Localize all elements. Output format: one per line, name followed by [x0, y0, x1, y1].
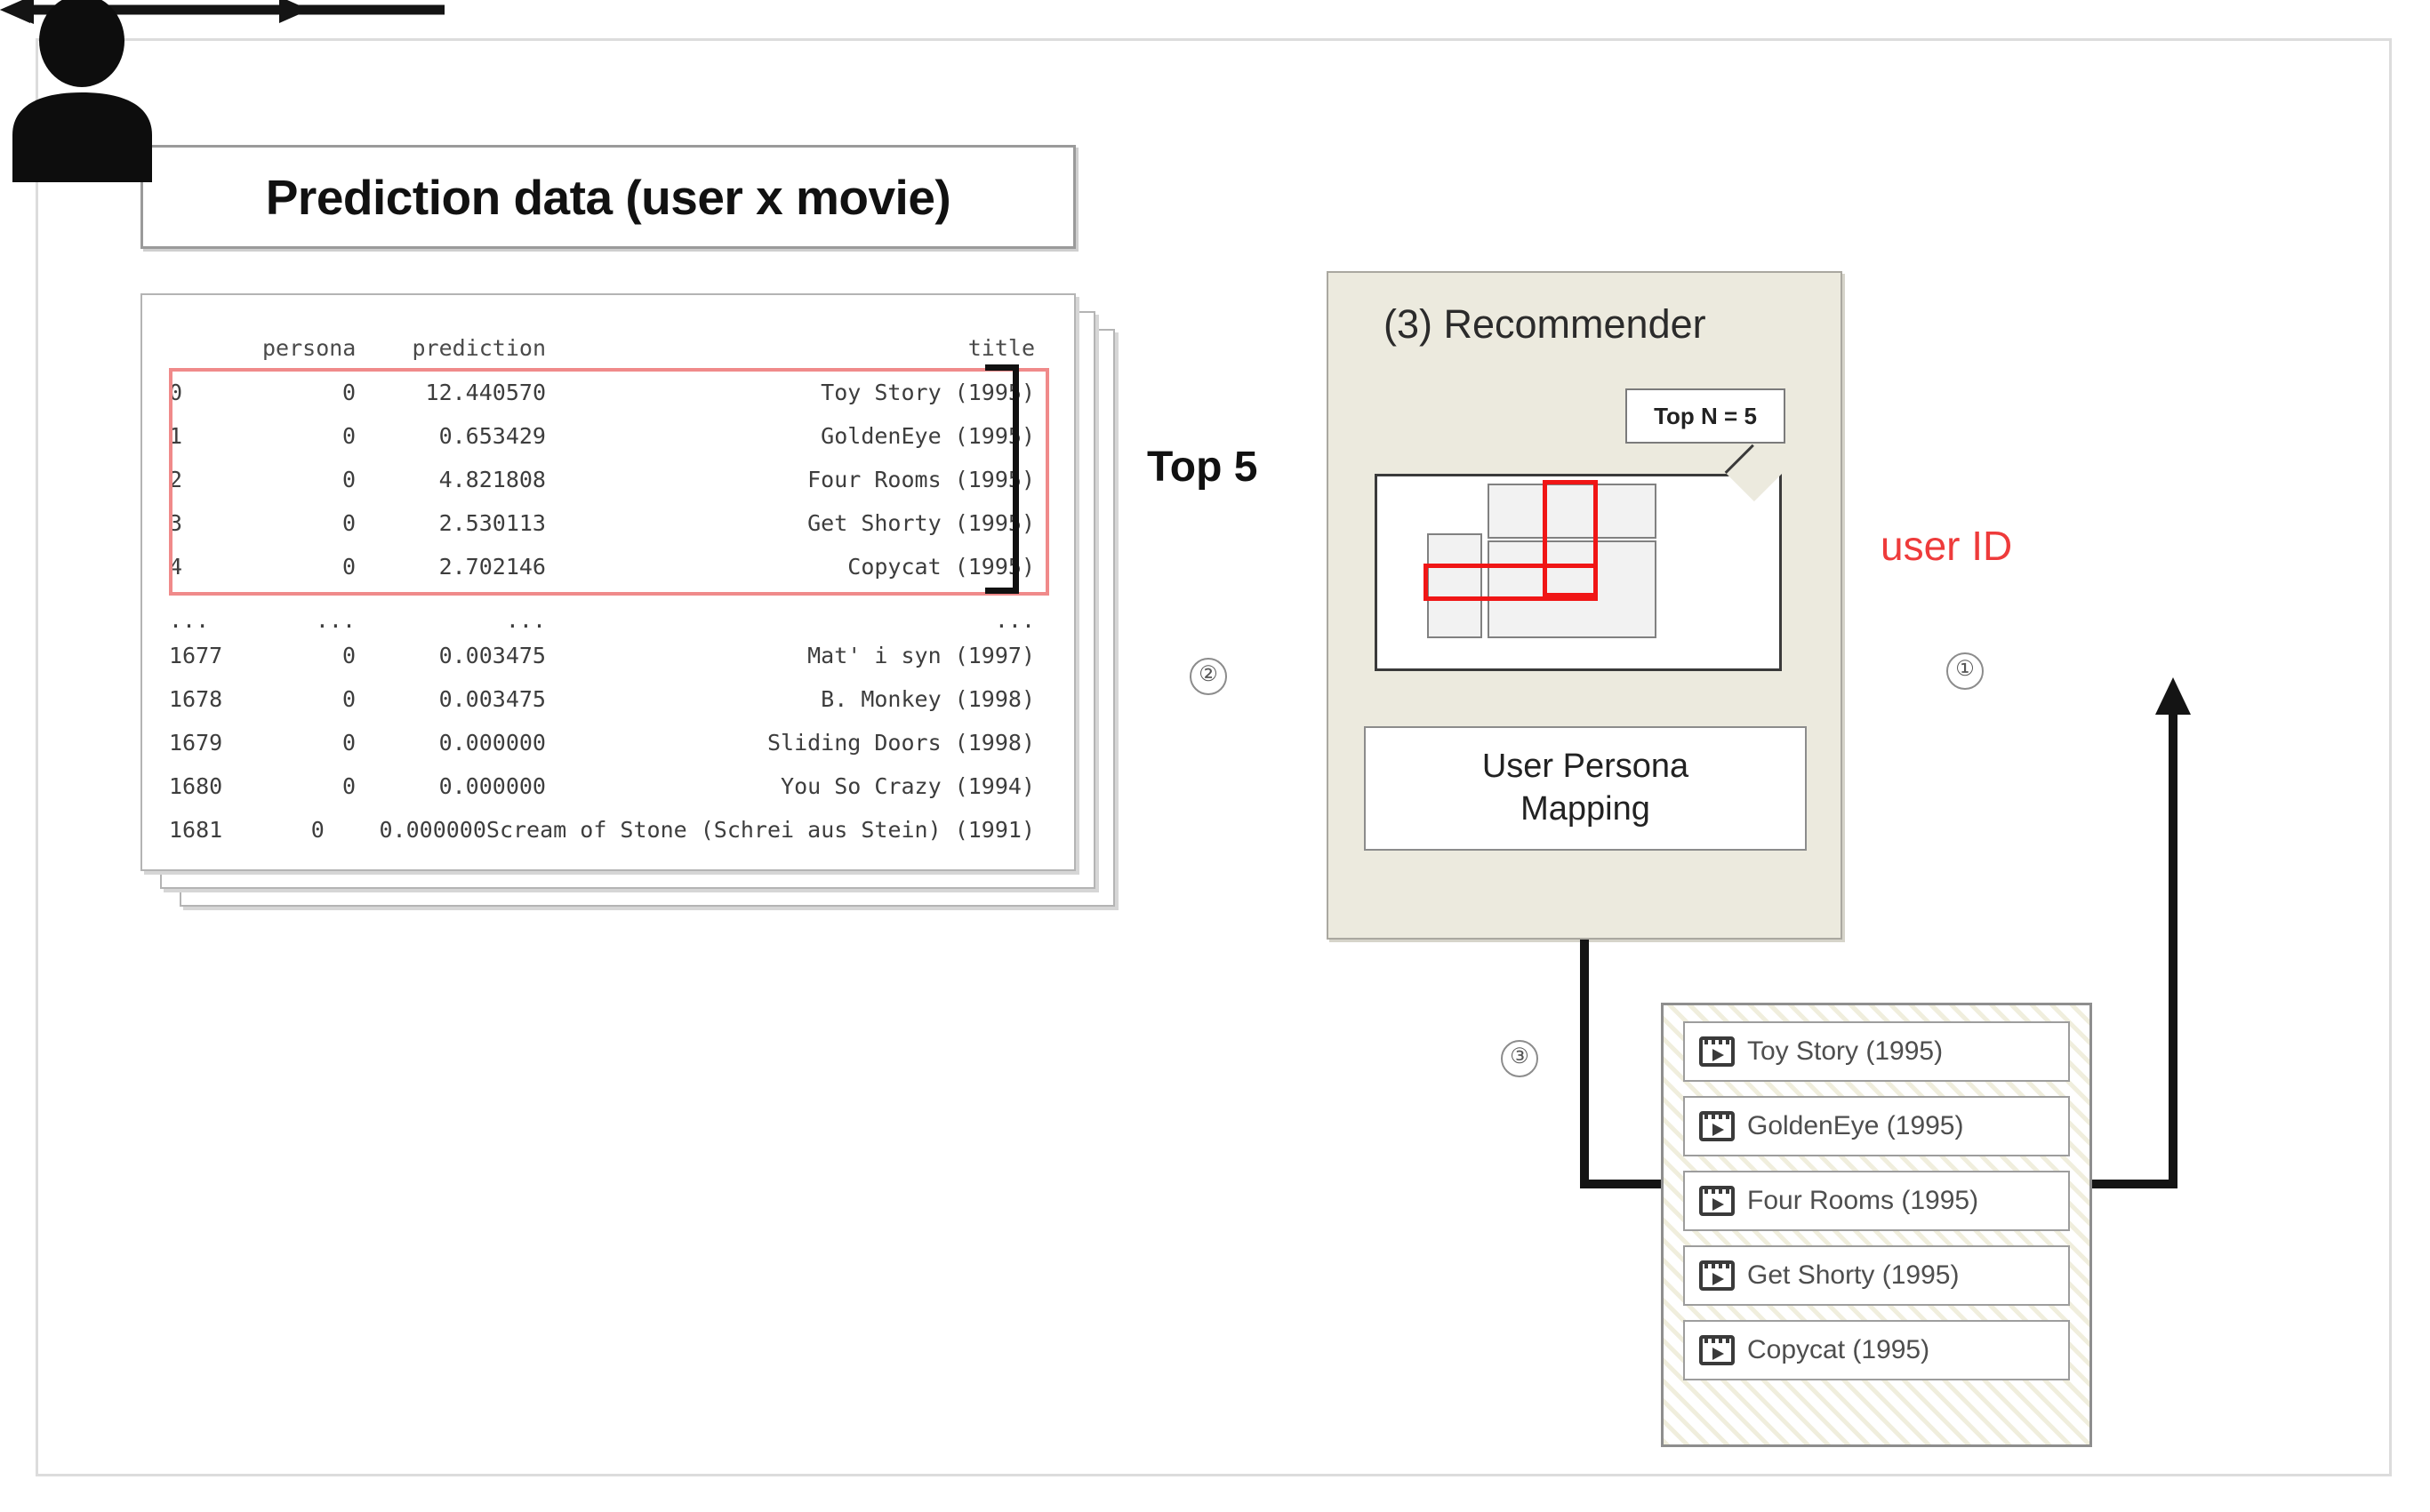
cell-title: Scream of Stone (Schrei aus Stein) (1991…: [485, 817, 1036, 843]
cell-index: 1680: [169, 773, 223, 799]
matrix-cell: [1427, 533, 1482, 638]
top-n-badge: Top N = 5: [1625, 388, 1785, 444]
user-persona-mapping-box: User Persona Mapping: [1364, 726, 1807, 851]
cell-index: 1681: [169, 817, 223, 843]
table-row: 1680 0 0.000000 You So Crazy (1994): [169, 771, 1049, 802]
cell-persona: 0: [341, 380, 356, 405]
cell-persona: 0: [341, 423, 356, 449]
top5-bracket: [985, 364, 1019, 594]
prediction-data-title-card: Prediction data (user x movie): [140, 145, 1076, 249]
video-icon: [1699, 1036, 1735, 1067]
table-row: 1679 0 0.000000 Sliding Doors (1998): [169, 727, 1049, 758]
cell-prediction: ...: [505, 607, 546, 633]
table-row: 1678 0 0.003475 B. Monkey (1998): [169, 684, 1049, 715]
list-item-label: Toy Story (1995): [1747, 1036, 1944, 1066]
header-persona: persona: [262, 335, 357, 361]
cell-title: Toy Story (1995): [821, 380, 1035, 405]
cell-index: 1677: [169, 643, 223, 668]
step-3-marker: ③: [1501, 1040, 1538, 1077]
cell-index: 1679: [169, 730, 223, 756]
cell-persona: 0: [341, 686, 356, 712]
table-row: 1 0 0.653429 GoldenEye (1995): [169, 420, 1049, 452]
cell-persona: 0: [341, 554, 356, 580]
cell-title: Mat' i syn (1997): [807, 643, 1035, 668]
cell-persona: 0: [341, 467, 356, 492]
matrix-cell: [1488, 540, 1656, 638]
cell-persona: 0: [341, 773, 356, 799]
cell-prediction: 12.440570: [425, 380, 546, 405]
table-row: 2 0 4.821808 Four Rooms (1995): [169, 464, 1049, 495]
list-item-label: Copycat (1995): [1747, 1335, 1930, 1364]
table-header-row: persona prediction title: [169, 332, 1049, 364]
prediction-data-title: Prediction data (user x movie): [265, 169, 951, 225]
cell-prediction: 0.003475: [438, 686, 546, 712]
cell-persona: ...: [315, 607, 356, 633]
cell-prediction: 0.653429: [438, 423, 546, 449]
cell-persona: 0: [341, 730, 356, 756]
user-persona-mapping-line2: Mapping: [1520, 790, 1650, 828]
list-item-label: Get Shorty (1995): [1747, 1260, 1960, 1290]
cell-title: Four Rooms (1995): [807, 467, 1035, 492]
user-id-label: user ID: [1881, 523, 2013, 569]
cell-title: Sliding Doors (1998): [766, 730, 1035, 756]
header-title: title: [967, 335, 1035, 361]
table-row: 1681 0 0.000000 Scream of Stone (Schrei …: [169, 814, 1049, 845]
header-prediction: prediction: [412, 335, 546, 361]
prediction-data-card-front: persona prediction title 0 0 12.440570 T…: [140, 293, 1076, 871]
cell-prediction: 0.003475: [438, 643, 546, 668]
cell-title: GoldenEye (1995): [821, 423, 1035, 449]
video-icon: [1699, 1260, 1735, 1291]
cell-prediction: 2.702146: [438, 554, 546, 580]
list-item[interactable]: Copycat (1995): [1683, 1320, 2070, 1380]
cell-persona: 0: [341, 643, 356, 668]
step-1-marker: ①: [1946, 652, 1984, 690]
recommended-movie-list: Toy Story (1995) GoldenEye (1995): [1661, 1003, 2092, 1447]
cell-prediction: 0.000000: [438, 773, 546, 799]
cell-index: ...: [169, 607, 210, 633]
step-2-marker: ②: [1190, 658, 1227, 695]
table-ellipsis-row: ... ... ... ...: [169, 604, 1049, 636]
list-item[interactable]: GoldenEye (1995): [1683, 1096, 2070, 1156]
video-icon: [1699, 1111, 1735, 1141]
list-item-label: GoldenEye (1995): [1747, 1111, 1964, 1140]
cell-title: Copycat (1995): [847, 554, 1035, 580]
user-avatar-icon: [12, 0, 152, 182]
cell-title: B. Monkey (1998): [821, 686, 1035, 712]
video-icon: [1699, 1335, 1735, 1365]
cell-prediction: 2.530113: [438, 510, 546, 536]
cell-title: Get Shorty (1995): [807, 510, 1035, 536]
cell-prediction: 0.000000: [438, 730, 546, 756]
cell-prediction: 0.000000: [379, 817, 486, 843]
prediction-data-card-stack: persona prediction title 0 0 12.440570 T…: [140, 293, 1207, 951]
cell-persona: 0: [341, 510, 356, 536]
table-row: 0 0 12.440570 Toy Story (1995): [169, 377, 1049, 408]
list-item-label: Four Rooms (1995): [1747, 1186, 1979, 1215]
recommender-panel: (3) Recommender Top N = 5 User Persona M…: [1327, 271, 1842, 940]
cell-prediction: 4.821808: [438, 467, 546, 492]
matrix-selected-column: [1543, 480, 1598, 597]
table-row: 1677 0 0.003475 Mat' i syn (1997): [169, 640, 1049, 671]
matrix-cell: [1488, 484, 1656, 539]
cell-index: 1678: [169, 686, 223, 712]
top5-label: Top 5: [1147, 444, 1258, 491]
list-item[interactable]: Four Rooms (1995): [1683, 1171, 2070, 1231]
list-item[interactable]: Toy Story (1995): [1683, 1021, 2070, 1082]
prediction-data-table: persona prediction title 0 0 12.440570 T…: [142, 295, 1078, 873]
persona-matrix-plate: [1375, 444, 1782, 671]
cell-persona: 0: [310, 817, 325, 843]
video-icon: [1699, 1186, 1735, 1216]
cell-title: You So Crazy (1994): [781, 773, 1035, 799]
matrix-selected-row: [1424, 564, 1598, 601]
list-item[interactable]: Get Shorty (1995): [1683, 1245, 2070, 1306]
cell-title: ...: [994, 607, 1035, 633]
table-row: 3 0 2.530113 Get Shorty (1995): [169, 508, 1049, 539]
table-row: 4 0 2.702146 Copycat (1995): [169, 551, 1049, 582]
user-persona-mapping-line1: User Persona: [1481, 748, 1689, 786]
recommender-title: (3) Recommender: [1383, 301, 1706, 347]
